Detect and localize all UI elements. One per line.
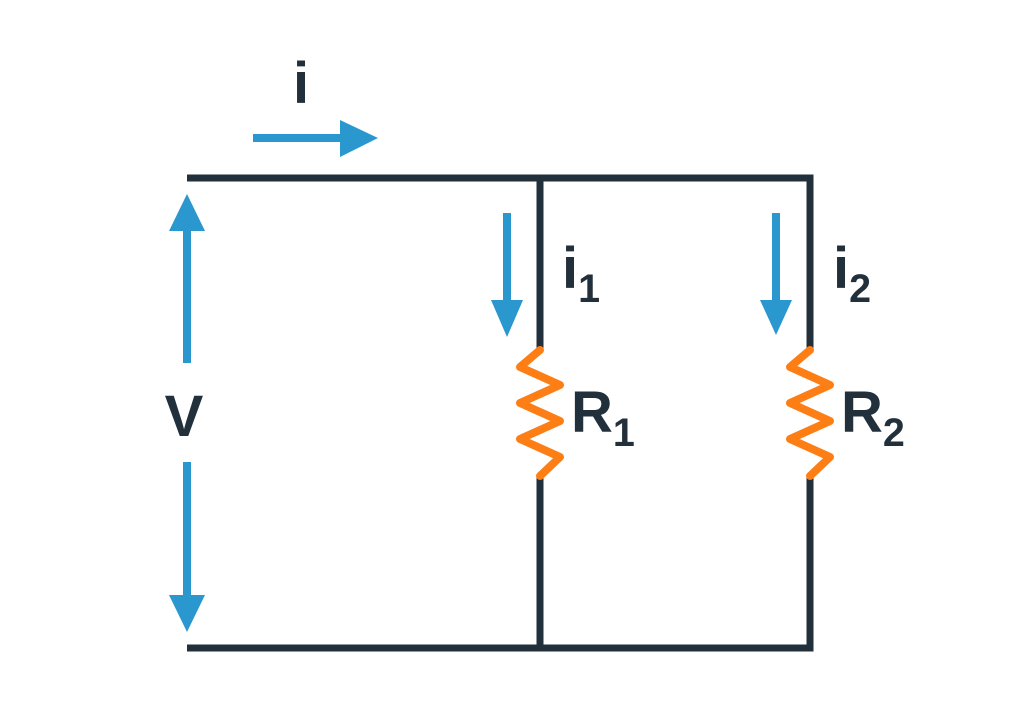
label-resistor1: R1 [571, 384, 635, 453]
wire-top-and-right-upper [187, 174, 814, 352]
label-branch2-current: i2 [833, 240, 871, 309]
label-branch1-current: i1 [562, 240, 600, 309]
resistor1-zigzag-icon [516, 346, 564, 480]
branch1-current-arrow-icon [491, 213, 523, 337]
label-branch2-current-sub: 2 [849, 266, 872, 311]
label-resistor2: R2 [841, 384, 905, 453]
label-branch2-current-base: i [833, 236, 850, 301]
label-resistor2-sub: 2 [882, 410, 905, 455]
label-resistor1-base: R [571, 380, 613, 445]
label-resistor2-base: R [841, 380, 883, 445]
label-total-current: i [292, 51, 310, 116]
label-resistor1-sub: 1 [612, 410, 635, 455]
label-branch1-current-base: i [562, 236, 579, 301]
label-branch1-current-sub: 1 [578, 266, 601, 311]
annotation-arrows [169, 120, 792, 632]
voltage-arrow-down-icon [169, 462, 205, 632]
resistor2-zigzag-icon [786, 346, 834, 480]
voltage-arrow-up-icon [169, 194, 205, 363]
label-voltage: V [164, 384, 204, 449]
resistors [516, 346, 834, 480]
total-current-arrow-icon [253, 120, 378, 157]
branch2-current-arrow-icon [760, 213, 792, 335]
wire-bottom-and-right-lower [187, 474, 814, 652]
circuit-wires [187, 174, 814, 652]
